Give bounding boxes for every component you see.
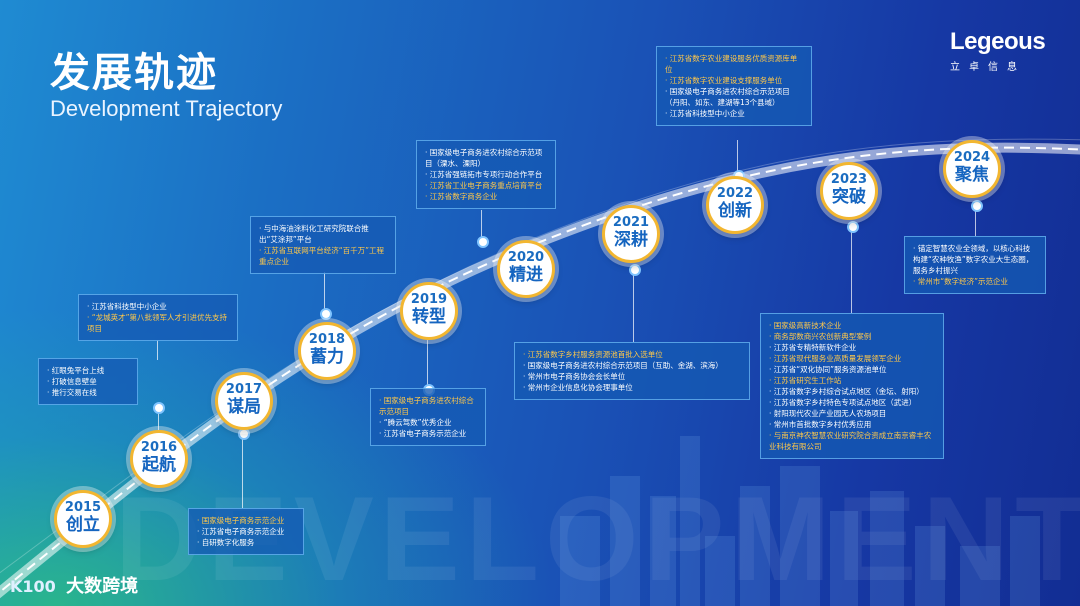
milestone-title: 深耕 xyxy=(605,230,657,250)
achievement-item: 国家级电子商务进农村综合示范项目（互助、金湖、滨海） xyxy=(523,360,741,371)
connector-line xyxy=(242,433,243,508)
milestone-2024: 2024 聚焦 xyxy=(943,140,1001,198)
info-box-2022: 江苏省数字农业建设服务优质资源库单位江苏省数字农业建设支撑服务单位国家级电子商务… xyxy=(656,46,812,126)
info-box-2016: 红眼兔平台上线打破信息壁垒推行交易在线 xyxy=(38,358,138,405)
achievement-item: 江苏省数字农业建设服务优质资源库单位 xyxy=(665,53,803,75)
achievement-item: 江苏省数字农业建设支撑服务单位 xyxy=(665,75,803,86)
achievement-item: 江苏省工业电子商务重点培育平台 xyxy=(425,180,547,191)
footer-brand: K100 大数跨境 xyxy=(10,572,138,598)
connector-dot xyxy=(847,221,859,233)
info-box-2019-lower: 国家级电子商务进农村综合示范项目“腾云驾数”优秀企业江苏省电子商务示范企业 xyxy=(370,388,486,446)
milestone-year: 2021 xyxy=(605,216,657,230)
connector-dot xyxy=(629,264,641,276)
milestone-2018: 2018 蓄力 xyxy=(298,322,356,380)
milestone-title: 突破 xyxy=(823,187,875,207)
milestone-year: 2018 xyxy=(301,333,353,347)
achievement-item: “龙城英才”第八批领军人才引进优先支持项目 xyxy=(87,312,229,334)
milestone-year: 2020 xyxy=(500,251,552,265)
achievement-item: 国家级电子商务进农村综合示范项目 xyxy=(379,395,477,417)
achievement-item: 射阳现代农业产业园无人农场项目 xyxy=(769,408,935,419)
achievement-item: 国家级电子商务进农村综合示范项目（丹阳、如东、建湖等13个县域） xyxy=(665,86,803,108)
achievement-item: 与中海油涂料化工研究院联合推出“艾涂邦”平台 xyxy=(259,223,387,245)
connector-dot xyxy=(153,402,165,414)
achievement-item: 江苏省专精特新软件企业 xyxy=(769,342,935,353)
achievement-item: 推行交易在线 xyxy=(47,387,129,398)
achievement-item: 江苏省现代服务业高质量发展领军企业 xyxy=(769,353,935,364)
connector-dot xyxy=(971,200,983,212)
milestone-title: 蓄力 xyxy=(301,347,353,367)
info-box-2024: 锚定智慧农业全领域，以核心科技构建“农种牧渔”数字农业大生态圈，服务乡村振兴常州… xyxy=(904,236,1046,294)
milestone-year: 2015 xyxy=(57,501,109,515)
milestone-year: 2016 xyxy=(133,441,185,455)
connector-line xyxy=(633,268,634,342)
milestone-2017: 2017 谋局 xyxy=(215,372,273,430)
milestone-title: 精进 xyxy=(500,265,552,285)
achievement-item: 常州市电子商务协会会长单位 xyxy=(523,371,741,382)
connector-line xyxy=(851,225,852,313)
milestone-2020: 2020 精进 xyxy=(497,240,555,298)
milestone-year: 2022 xyxy=(709,187,761,201)
achievement-item: 国家级电子商务示范企业 xyxy=(197,515,295,526)
info-box-2020: 国家级电子商务进农村综合示范项目（溧水、溧阳）江苏省强链拓市专项行动合作平台江苏… xyxy=(416,140,556,209)
achievement-item: 常州市企业信息化协会理事单位 xyxy=(523,382,741,393)
milestone-title: 转型 xyxy=(403,307,455,327)
milestone-title: 谋局 xyxy=(218,397,270,417)
milestone-year: 2019 xyxy=(403,293,455,307)
milestone-2016: 2016 起航 xyxy=(130,430,188,488)
connector-dot xyxy=(320,308,332,320)
milestone-2022: 2022 创新 xyxy=(706,176,764,234)
milestone-year: 2024 xyxy=(946,151,998,165)
achievement-item: 国家级电子商务进农村综合示范项目（溧水、溧阳） xyxy=(425,147,547,169)
achievement-item: 江苏省数字商务企业 xyxy=(425,191,547,202)
achievement-item: 常州市“数字经济”示范企业 xyxy=(913,276,1037,287)
connector-line xyxy=(427,340,428,388)
achievement-item: 江苏省数字乡村服务资源池首批入选单位 xyxy=(523,349,741,360)
achievement-item: 红眼兔平台上线 xyxy=(47,365,129,376)
milestone-2019: 2019 转型 xyxy=(400,282,458,340)
achievement-item: 锚定智慧农业全领域，以核心科技构建“农种牧渔”数字农业大生态圈，服务乡村振兴 xyxy=(913,243,1037,276)
milestone-2021: 2021 深耕 xyxy=(602,205,660,263)
info-box-2018: 江苏省科技型中小企业“龙城英才”第八批领军人才引进优先支持项目 xyxy=(78,294,238,341)
info-box-2017: 国家级电子商务示范企业江苏省电子商务示范企业自研数字化服务 xyxy=(188,508,304,555)
achievement-item: 江苏省研究生工作站 xyxy=(769,375,935,386)
connector-line xyxy=(737,140,738,174)
milestone-title: 聚焦 xyxy=(946,165,998,185)
milestone-title: 创新 xyxy=(709,201,761,221)
achievement-item: 与南京神农智慧农业研究院合资成立南京睿丰农业科技有限公司 xyxy=(769,430,935,452)
milestone-2015: 2015 创立 xyxy=(54,490,112,548)
brand-mark: K100 xyxy=(10,577,56,596)
achievement-item: 常州市首批数字乡村优秀应用 xyxy=(769,419,935,430)
brand-name: 大数跨境 xyxy=(66,576,138,597)
achievement-item: 江苏省互联网平台经济“百千万”工程重点企业 xyxy=(259,245,387,267)
milestone-year: 2023 xyxy=(823,173,875,187)
connector-line xyxy=(157,340,158,360)
achievement-item: 江苏省科技型中小企业 xyxy=(665,108,803,119)
info-box-2023: 国家级高新技术企业商务部数商兴农创新典型案例江苏省专精特新软件企业江苏省现代服务… xyxy=(760,313,944,459)
achievement-item: 江苏省科技型中小企业 xyxy=(87,301,229,312)
connector-dot xyxy=(477,236,489,248)
achievement-item: 商务部数商兴农创新典型案例 xyxy=(769,331,935,342)
achievement-item: 打破信息壁垒 xyxy=(47,376,129,387)
achievement-item: 江苏省“双化协同”服务资源池单位 xyxy=(769,364,935,375)
milestone-title: 起航 xyxy=(133,455,185,475)
info-box-2019: 与中海油涂料化工研究院联合推出“艾涂邦”平台江苏省互联网平台经济“百千万”工程重… xyxy=(250,216,396,274)
achievement-item: 江苏省电子商务示范企业 xyxy=(197,526,295,537)
connector-line xyxy=(324,272,325,312)
achievement-item: 自研数字化服务 xyxy=(197,537,295,548)
milestone-year: 2017 xyxy=(218,383,270,397)
milestone-title: 创立 xyxy=(57,515,109,535)
achievement-item: 江苏省数字乡村综合试点地区（金坛、射阳） xyxy=(769,386,935,397)
milestone-2023: 2023 突破 xyxy=(820,162,878,220)
info-box-2021: 江苏省数字乡村服务资源池首批入选单位国家级电子商务进农村综合示范项目（互助、金湖… xyxy=(514,342,750,400)
achievement-item: 国家级高新技术企业 xyxy=(769,320,935,331)
achievement-item: 江苏省数字乡村特色专项试点地区（武进） xyxy=(769,397,935,408)
achievement-item: “腾云驾数”优秀企业 xyxy=(379,417,477,428)
achievement-item: 江苏省强链拓市专项行动合作平台 xyxy=(425,169,547,180)
achievement-item: 江苏省电子商务示范企业 xyxy=(379,428,477,439)
